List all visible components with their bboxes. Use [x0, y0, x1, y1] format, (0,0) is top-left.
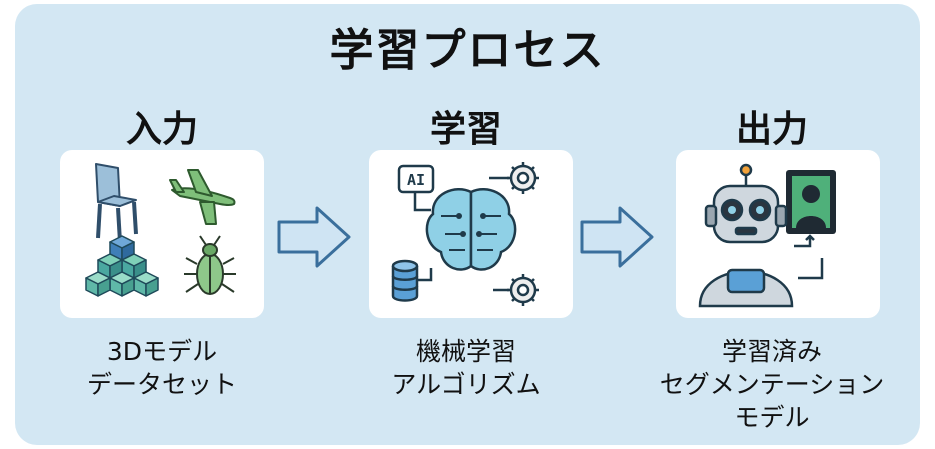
output-heading: 出力 — [735, 109, 808, 150]
chair-icon — [95, 163, 138, 243]
caption-line: 3Dモデル — [106, 337, 218, 366]
ai-label: AI — [407, 171, 425, 189]
learning-heading: 学習 — [429, 109, 502, 150]
cube-stack-icon — [85, 235, 159, 297]
caption-line: 学習済み — [721, 337, 822, 366]
diagram-title: 学習プロセス — [329, 25, 606, 76]
input-heading: 入力 — [125, 109, 198, 150]
gear-icon — [507, 162, 539, 194]
beetle-icon — [184, 235, 236, 295]
caption-line: データセット — [86, 370, 237, 399]
output-caption: 学習済み セグメンテーション モデル — [642, 335, 902, 434]
ai-chip-icon: AI — [397, 164, 435, 194]
database-icon — [391, 259, 419, 302]
caption-line: アルゴリズム — [391, 370, 541, 399]
robot-icon — [698, 163, 794, 308]
caption-line: 機械学習 — [415, 337, 516, 366]
flow-arrow-1 — [277, 206, 351, 268]
output-card — [676, 150, 880, 318]
input-caption: 3Dモデル データセット — [32, 335, 292, 401]
flow-arrow-2 — [580, 206, 654, 268]
input-card — [60, 150, 264, 318]
caption-line: セグメンテーション — [659, 370, 885, 399]
learning-card: AI — [369, 150, 573, 318]
caption-line: モデル — [734, 403, 810, 432]
gear-icon — [507, 274, 539, 306]
airplane-icon — [169, 169, 236, 225]
person-portrait-icon — [786, 170, 836, 234]
learning-caption: 機械学習 アルゴリズム — [336, 335, 596, 401]
brain-circuit-icon — [425, 188, 517, 271]
